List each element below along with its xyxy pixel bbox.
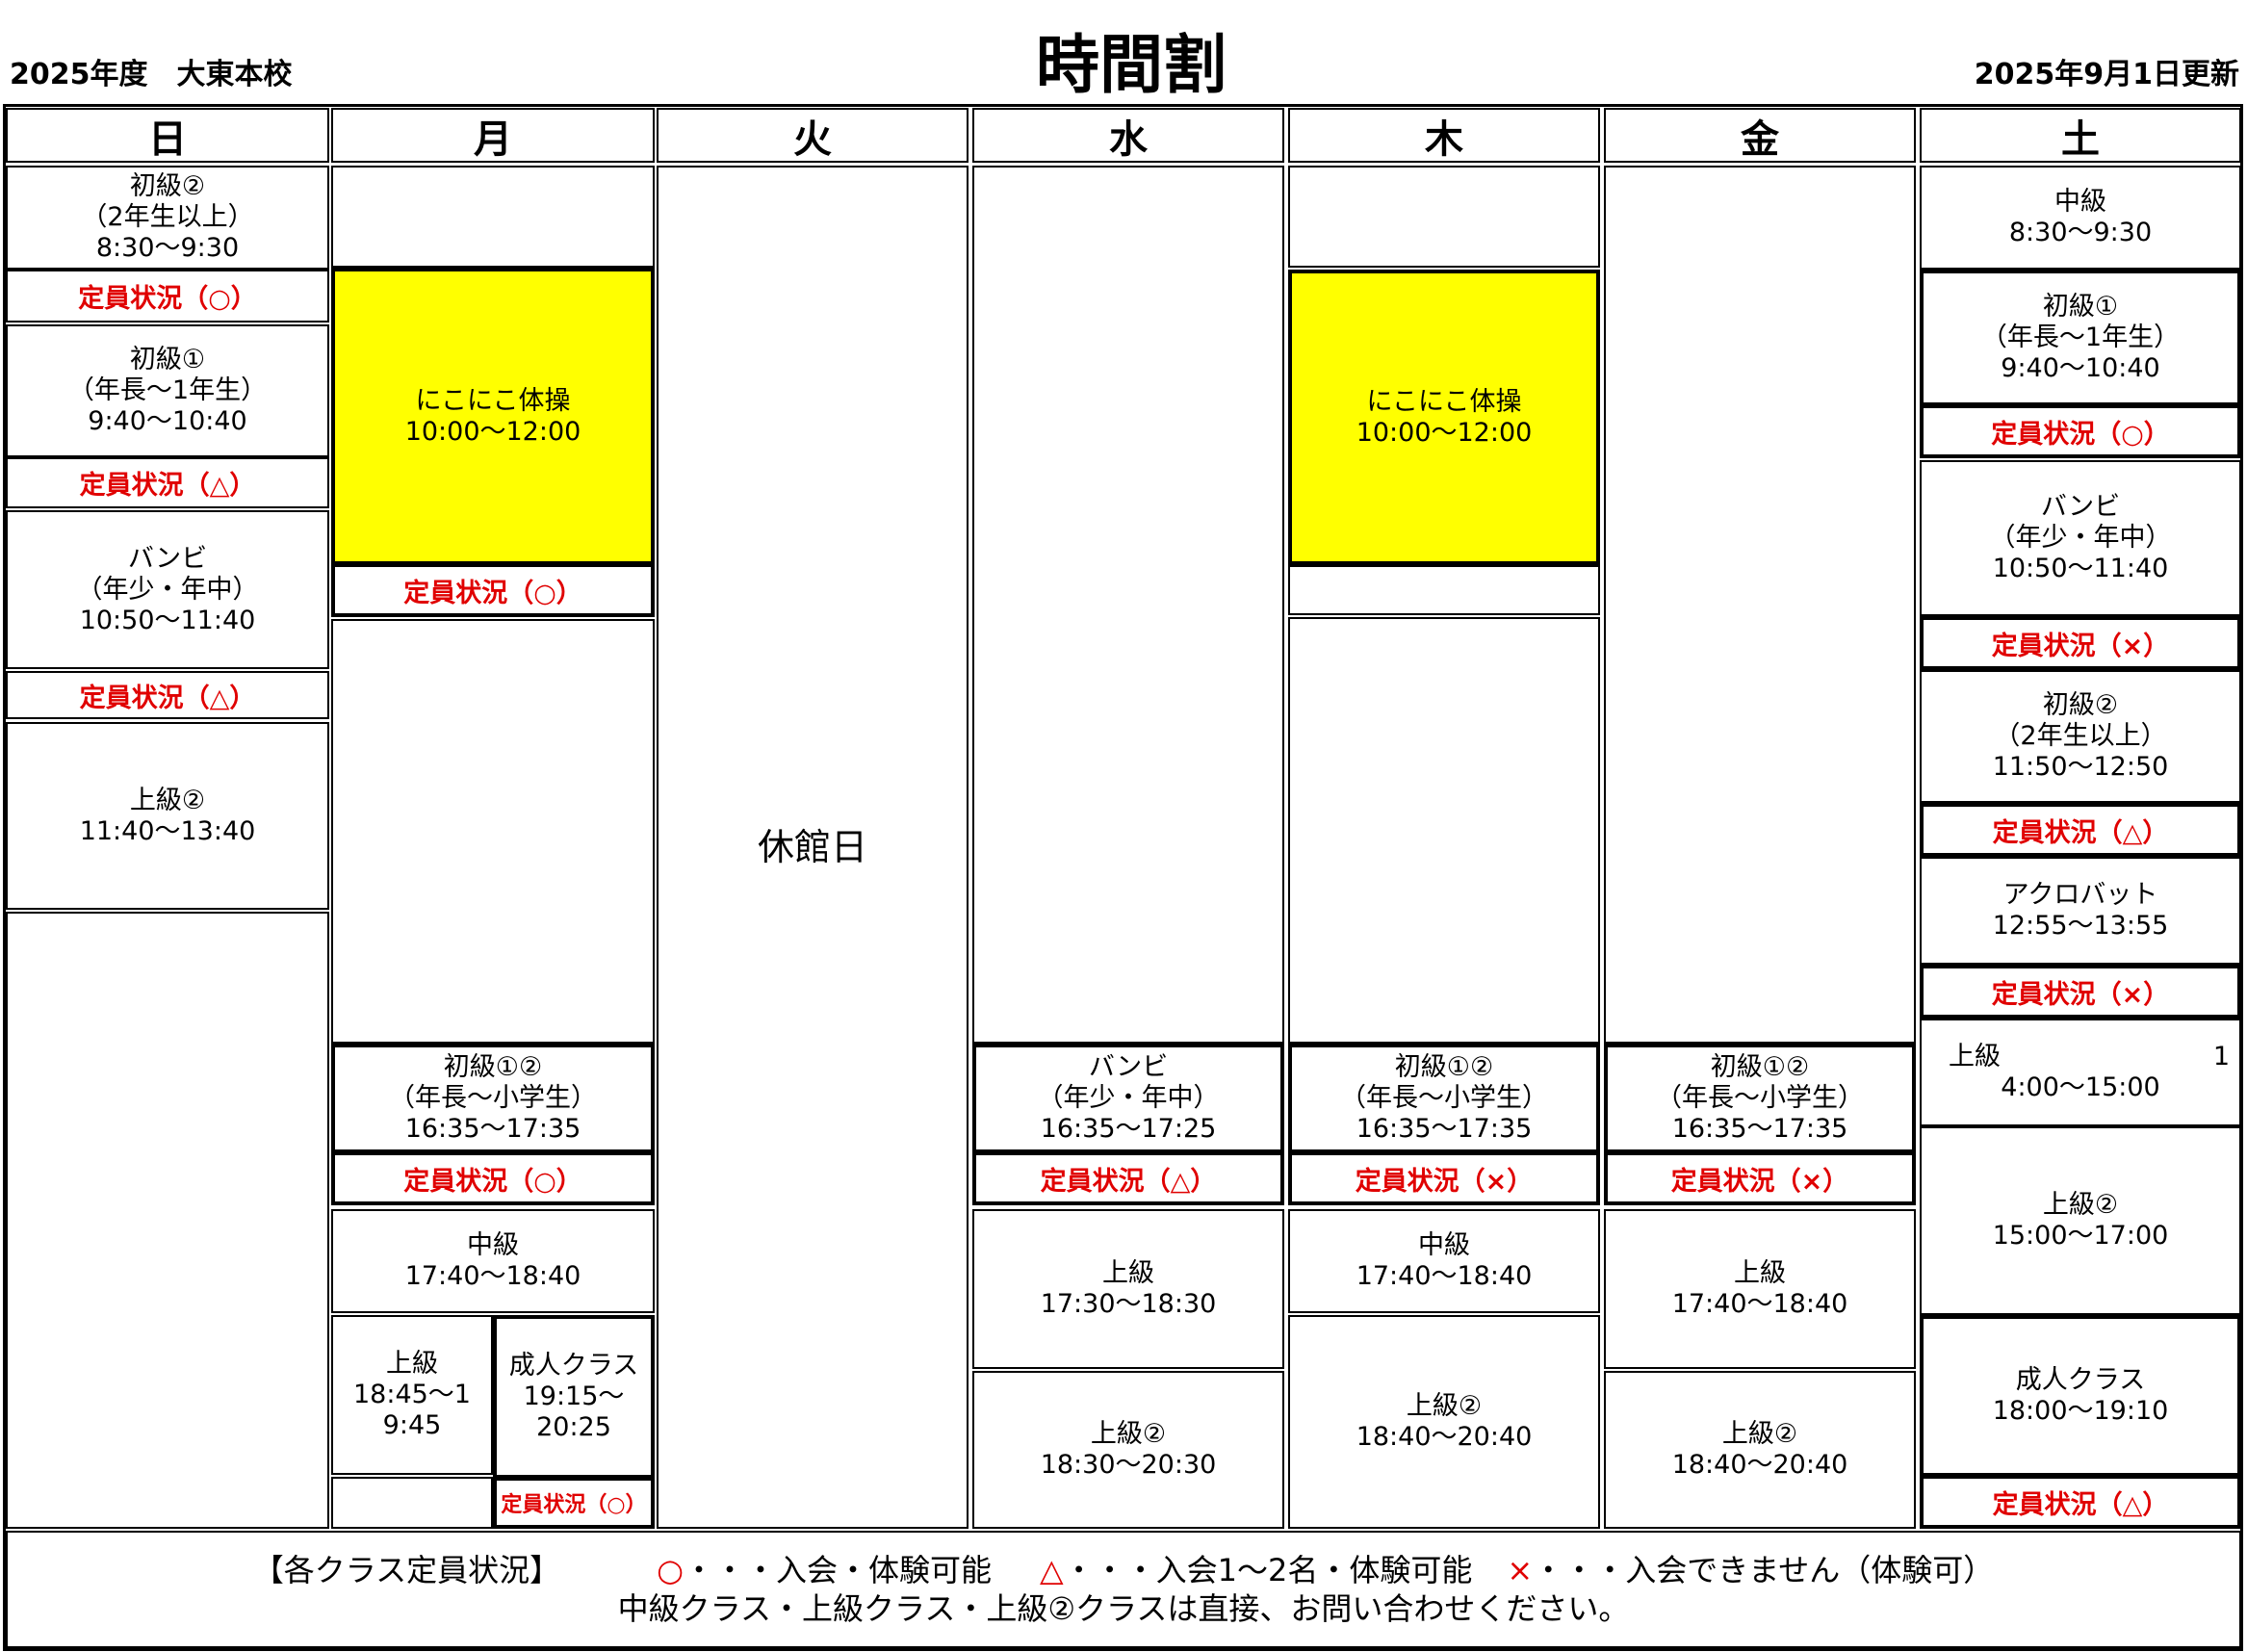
capacity-status: 定員状況（○）: [6, 270, 329, 323]
empty-slot: [1604, 166, 1916, 1044]
capacity-status: 定員状況（○）: [493, 1477, 655, 1529]
legend-text-limited: ・・・入会1〜2名・体験可能: [1063, 1552, 1473, 1588]
legend-note: 中級クラス・上級クラス・上級②クラスは直接、お問い合わせください。: [617, 1590, 1630, 1627]
capacity-status: 定員状況（△）: [1920, 1475, 2241, 1529]
empty-slot: [331, 166, 655, 268]
empty-slot: [1288, 565, 1600, 615]
empty-slot: [331, 1477, 493, 1529]
capacity-status: 定員状況（△）: [6, 457, 329, 508]
day-header-sat: 土: [1920, 108, 2241, 163]
class-sat-advanced: 上級 1 4:00〜15:00: [1920, 1019, 2241, 1126]
day-header-thu: 木: [1288, 108, 1600, 163]
empty-slot: [6, 912, 329, 1529]
class-sun-beginner1: 初級①（年長〜1年生）9:40〜10:40: [6, 324, 329, 457]
class-time-fragment: 1: [2212, 1042, 2230, 1071]
class-thu-beginner12: 初級①②（年長〜小学生）16:35〜17:35: [1288, 1044, 1600, 1153]
legend-mark-available: ○: [657, 1552, 684, 1588]
capacity-legend: 【各クラス定員状況】 ○・・・入会・体験可能 △・・・入会1〜2名・体験可能 ×・・・…: [6, 1531, 2241, 1648]
class-sat-beginner2: 初級②（2年生以上）11:50〜12:50: [1920, 670, 2241, 803]
class-time: 4:00〜15:00: [2001, 1072, 2160, 1102]
class-fri-beginner12: 初級①②（年長〜小学生）16:35〜17:35: [1604, 1044, 1916, 1153]
class-sun-bambi: バンビ（年少・年中）10:50〜11:40: [6, 510, 329, 669]
capacity-status: 定員状況（×）: [1920, 616, 2241, 670]
capacity-status: 定員状況（○）: [331, 1151, 655, 1205]
capacity-status: 定員状況（○）: [1920, 404, 2241, 458]
closed-day: 休館日: [657, 166, 969, 1529]
empty-slot: [1288, 617, 1600, 1044]
capacity-status: 定員状況（△）: [972, 1151, 1284, 1205]
page-title: 時間割: [1036, 28, 1227, 102]
empty-slot: [972, 166, 1284, 1044]
capacity-status: 定員状況（×）: [1604, 1151, 1916, 1205]
legend-mark-limited: △: [1040, 1552, 1064, 1588]
legend-mark-full: ×: [1507, 1552, 1534, 1588]
school-label: 2025年度 大東本校: [10, 58, 293, 91]
class-sat-beginner1: 初級①（年長〜1年生）9:40〜10:40: [1920, 270, 2241, 406]
class-sat-bambi: バンビ（年少・年中）10:50〜11:40: [1920, 460, 2241, 616]
legend-line: 【各クラス定員状況】 ○・・・入会・体験可能 △・・・入会1〜2名・体験可能 ×・・・…: [253, 1551, 1995, 1589]
updated-date: 2025年9月1日更新: [1974, 58, 2239, 91]
capacity-status: 定員状況（○）: [331, 563, 655, 617]
capacity-status: 定員状況（×）: [1920, 965, 2241, 1019]
empty-slot: [331, 619, 655, 1044]
legend-text-available: ・・・入会・体験可能: [684, 1552, 993, 1588]
day-header-wed: 水: [972, 108, 1284, 163]
empty-slot: [1288, 166, 1600, 268]
day-header-mon: 月: [331, 108, 655, 163]
class-wed-bambi: バンビ（年少・年中）16:35〜17:25: [972, 1044, 1284, 1153]
capacity-status: 定員状況（△）: [1920, 803, 2241, 857]
day-header-tue: 火: [657, 108, 969, 163]
class-sun-beginner2: 初級②（2年生以上）8:30〜9:30: [6, 166, 329, 270]
class-mon-beginner12: 初級①②（年長〜小学生）16:35〜17:35: [331, 1044, 655, 1153]
day-header-sun: 日: [6, 108, 329, 163]
legend-text-full: ・・・入会できません（体験可）: [1533, 1552, 1995, 1588]
legend-heading: 【各クラス定員状況】: [252, 1552, 561, 1588]
capacity-status: 定員状況（△）: [6, 671, 329, 719]
class-title: 上級: [1949, 1042, 2001, 1071]
day-header-fri: 金: [1604, 108, 1916, 163]
capacity-status: 定員状況（×）: [1288, 1151, 1600, 1205]
timetable-frame: [3, 104, 2243, 1651]
